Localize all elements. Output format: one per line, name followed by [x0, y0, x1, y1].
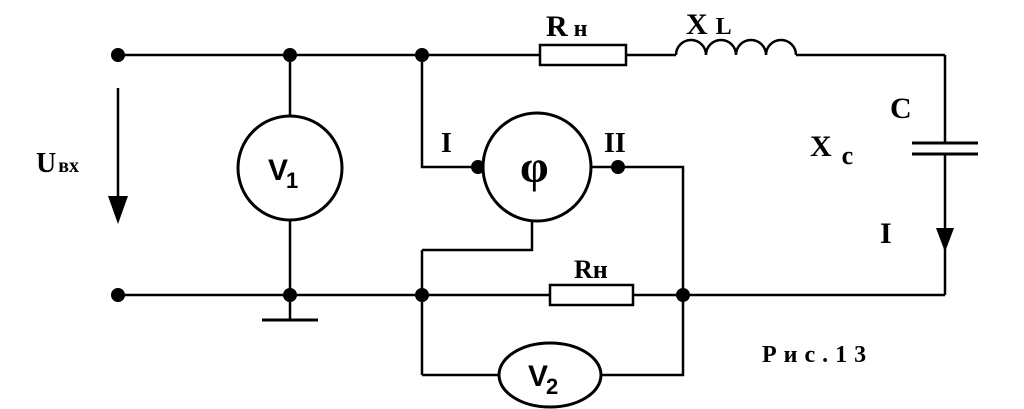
voltmeter-v1-label: V1 [268, 154, 298, 193]
input-terminal-top [111, 48, 125, 62]
lower-resistor [548, 283, 635, 307]
node-top-v1 [283, 48, 297, 62]
voltmeter-v2-label: V2 [528, 360, 558, 399]
phase-terminal-2-label: II [604, 128, 626, 159]
phase-terminal-1-label: I [441, 128, 452, 159]
phase-terminal-1-wire [420, 55, 484, 169]
node-bottom-left [415, 288, 429, 302]
phase-current-wire [422, 218, 534, 252]
voltage-arrow-head [108, 196, 128, 224]
figure-caption: Рис.13 [762, 342, 873, 368]
lower-resistor-label: Rн [574, 255, 608, 284]
current-label: I [880, 217, 892, 250]
phase-terminal-2-wire [590, 165, 685, 377]
voltmeter-v2 [497, 341, 603, 409]
phase-symbol: φ [520, 141, 549, 192]
phase-terminal-1-node [471, 160, 485, 174]
input-terminal-bottom [111, 288, 125, 302]
current-arrow [936, 228, 954, 252]
node-bottom-right [676, 288, 690, 302]
phase-meter [481, 111, 593, 223]
phase-terminal-2-node [611, 160, 625, 174]
capacitor-label: C [890, 92, 912, 125]
series-resistor [538, 43, 628, 67]
inductor-coil [674, 38, 798, 56]
voltmeter-v1 [236, 114, 344, 222]
node-bottom-v1 [283, 288, 297, 302]
node-top-phase [415, 48, 429, 62]
